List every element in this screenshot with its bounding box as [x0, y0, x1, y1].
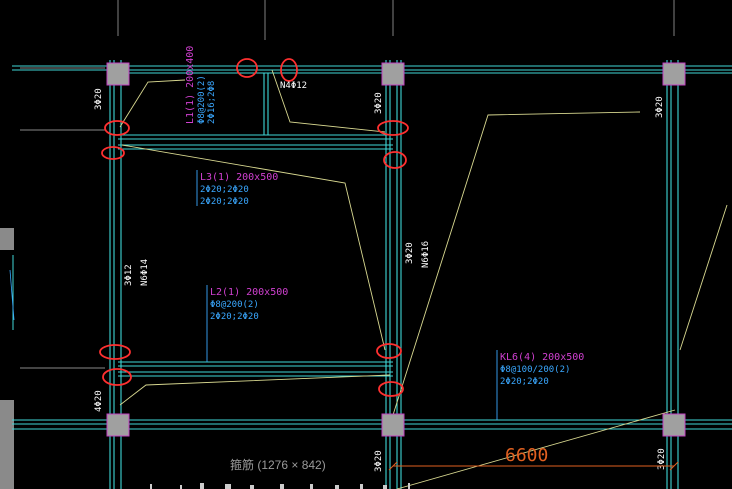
- column-label: 3Φ12: [124, 264, 134, 286]
- annotation-title: KL6(4) 200x500: [500, 352, 584, 363]
- toolbar-fragment: [225, 484, 231, 489]
- annotation-title: L1(1) 200x400: [185, 46, 196, 124]
- column-top-mid[interactable]: [381, 62, 405, 86]
- image-size-caption: 箍筋 (1276 × 842): [230, 458, 326, 472]
- annotation-leaders: [196, 170, 498, 420]
- toolbar-fragment: [335, 485, 339, 489]
- toolbar-fragment: [383, 485, 387, 489]
- highlight-circle[interactable]: [280, 58, 298, 82]
- leader-line: [119, 79, 186, 128]
- highlight-circle[interactable]: [102, 368, 132, 386]
- column-label: 3Φ20: [374, 92, 384, 114]
- dimension-tick: [669, 461, 679, 471]
- dimension-value: 6600: [505, 445, 548, 466]
- dimension-6600: 6600: [388, 445, 679, 471]
- offscreen-column: [0, 228, 14, 250]
- toolbar-fragment: [150, 484, 152, 489]
- column-labels: 3Φ20 3Φ20 3Φ20 3Φ12 N6Φ14 3Φ20 N6Φ16 4Φ2…: [94, 88, 667, 472]
- annotation-l2: L2(1) 200x500 Φ8@200(2) 2Φ20;2Φ20: [210, 287, 288, 322]
- toolbar-fragment: [200, 483, 204, 489]
- highlight-circle[interactable]: [377, 120, 409, 136]
- leader-line: [271, 69, 386, 133]
- highlight-circle[interactable]: [104, 120, 130, 136]
- annotation-bars: 2Φ20;2Φ20: [500, 377, 549, 387]
- offscreen-column: [0, 400, 14, 489]
- annotation-bars: 2Φ20;2Φ20: [210, 312, 259, 322]
- annotation-bars: 2Φ20;2Φ20: [200, 197, 249, 207]
- highlight-circle[interactable]: [236, 58, 258, 78]
- toolbar-fragment: [250, 485, 254, 489]
- column-label: N6Φ16: [421, 241, 431, 268]
- annotation-title: L3(1) 200x500: [200, 172, 278, 183]
- column-label: 3Φ20: [374, 450, 384, 472]
- construction-lines: [20, 0, 675, 369]
- annotation-bars: 2Φ16;2Φ8: [207, 81, 217, 124]
- beam-lines: [12, 60, 732, 489]
- column-label: 3Φ20: [655, 96, 665, 118]
- leader-lines: [119, 69, 728, 489]
- highlight-circle[interactable]: [376, 343, 402, 359]
- highlight-circles: [99, 58, 409, 397]
- column-label: 3Φ20: [94, 88, 104, 110]
- highlight-circle[interactable]: [383, 151, 407, 169]
- toolbar-fragment: [280, 484, 284, 489]
- column-label: N6Φ14: [140, 259, 150, 286]
- highlight-circle[interactable]: [378, 381, 404, 397]
- annotation-stirrup: Φ8@200(2): [197, 75, 207, 124]
- column-bottom-left[interactable]: [106, 413, 130, 437]
- dimension-tick: [388, 461, 398, 471]
- leader-line: [392, 111, 641, 416]
- toolbar-fragment: [310, 484, 313, 489]
- toolbar-fragment: [408, 483, 410, 489]
- highlight-circle[interactable]: [101, 146, 125, 160]
- column-bottom-mid[interactable]: [381, 413, 405, 437]
- bottom-toolbar-fragments: [150, 483, 410, 489]
- annotation-stirrup: 2Φ20;2Φ20: [200, 185, 249, 195]
- annotation-kl6: KL6(4) 200x500 Φ8@100/200(2) 2Φ20;2Φ20: [500, 352, 584, 387]
- label-n4: N4Φ12: [280, 81, 307, 91]
- leader-line: [396, 409, 676, 489]
- column-bottom-right[interactable]: [662, 413, 686, 437]
- left-edge-fragments: [0, 228, 15, 489]
- leader-line: [679, 204, 728, 351]
- annotation-l3: L3(1) 200x500 2Φ20;2Φ20 2Φ20;2Φ20: [200, 172, 278, 207]
- column-label: 3Φ20: [405, 242, 415, 264]
- column-label: 3Φ20: [657, 448, 667, 470]
- offscreen-beam: [9, 269, 15, 321]
- annotation-title: L2(1) 200x500: [210, 287, 288, 298]
- leader-line: [119, 374, 391, 406]
- columns: [106, 62, 686, 437]
- annotation-stirrup: Φ8@200(2): [210, 300, 259, 310]
- annotation-l1: L1(1) 200x400 Φ8@200(2) 2Φ16;2Φ8: [185, 46, 217, 124]
- toolbar-fragment: [360, 484, 363, 489]
- annotation-stirrup: Φ8@100/200(2): [500, 365, 570, 375]
- highlight-circle[interactable]: [99, 344, 131, 360]
- leader-line: [121, 144, 386, 351]
- column-top-right[interactable]: [662, 62, 686, 86]
- toolbar-fragment: [180, 485, 182, 489]
- column-label: 4Φ20: [94, 390, 104, 412]
- column-top-left[interactable]: [106, 62, 130, 86]
